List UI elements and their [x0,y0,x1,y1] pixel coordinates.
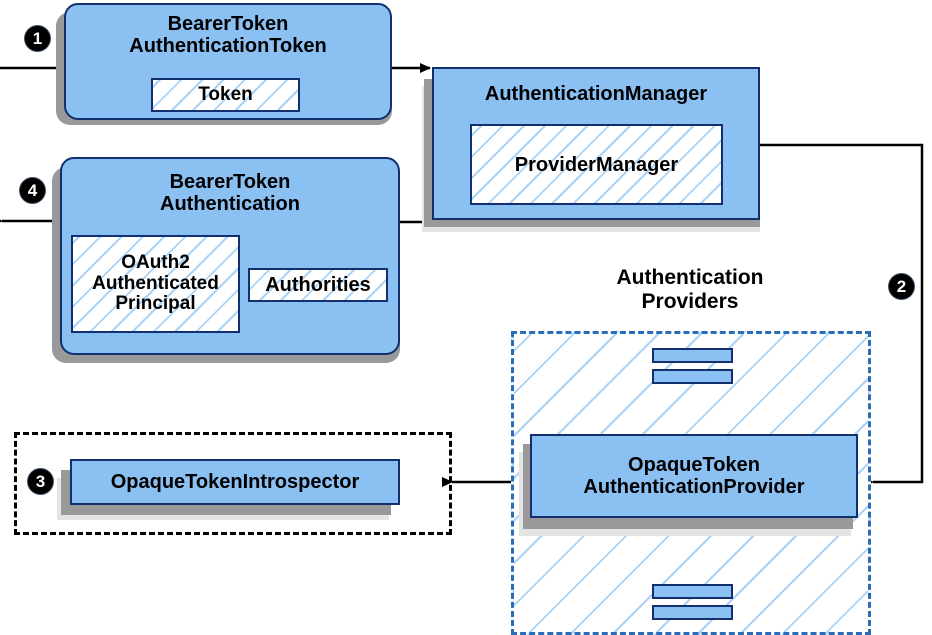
bearer-token-authentication-token-title: BearerToken AuthenticationToken [129,13,327,58]
step-badge-3: 3 [28,469,53,494]
step-badge-1: 1 [25,26,50,51]
step-badge-4: 4 [20,178,45,203]
opaque-token-authentication-provider-title: OpaqueToken AuthenticationProvider [583,453,805,498]
bearer-token-authentication-title: BearerToken Authentication [160,171,300,216]
step-badge-2: 2 [889,274,914,299]
inner-token[interactable]: Token [151,78,300,112]
node-opaque-token-authentication-provider[interactable]: OpaqueToken AuthenticationProvider [530,434,858,518]
provider-stack-icon-top-bar-1 [652,348,733,363]
inner-authorities[interactable]: Authorities [248,268,388,302]
authentication-manager-title: AuthenticationManager [484,83,708,105]
inner-provider-manager[interactable]: ProviderManager [470,124,723,205]
provider-stack-icon-bottom-bar-2 [652,605,733,620]
opaque-token-introspector-title: OpaqueTokenIntrospector [110,470,360,493]
provider-stack-icon-bottom-bar-1 [652,584,733,599]
node-opaque-token-introspector[interactable]: OpaqueTokenIntrospector [70,459,400,505]
inner-oauth2-authenticated-principal[interactable]: OAuth2 Authenticated Principal [71,235,240,333]
authentication-providers-label: Authentication Providers [616,266,764,313]
provider-stack-icon-top-bar-2 [652,369,733,384]
